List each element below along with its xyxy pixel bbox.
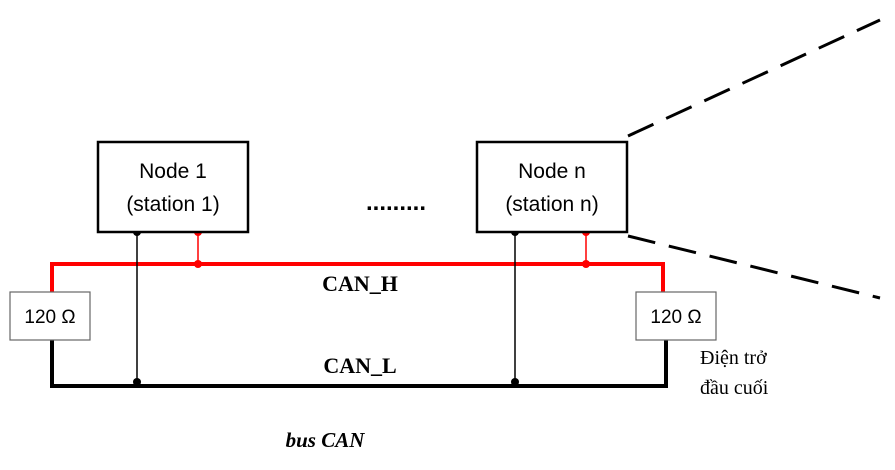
node1-can-l-bus-junction <box>133 378 141 386</box>
node-n-name: Node n <box>518 160 586 183</box>
nodes-ellipsis: ......... <box>366 189 426 216</box>
node-1-box: Node 1 (station 1) <box>96 140 250 234</box>
left-resistor-value: 120 Ω <box>24 307 75 328</box>
bus-caption: bus CAN <box>286 428 366 452</box>
can-l-label: CAN_L <box>323 353 396 378</box>
node-1-station: (station 1) <box>126 193 219 216</box>
can-l-wire <box>50 340 668 388</box>
termination-note-line1: Điện trở <box>700 347 767 369</box>
right-termination-resistor: 120 Ω <box>635 291 717 341</box>
node1-can-h-bus-junction <box>194 260 202 268</box>
node-n-station: (station n) <box>505 193 598 216</box>
can-h-label: CAN_H <box>322 271 398 296</box>
noden-can-l-bus-junction <box>511 378 519 386</box>
noden-can-h-bus-junction <box>582 260 590 268</box>
right-resistor-value: 120 Ω <box>650 307 701 328</box>
zoom-dashed-line-top <box>627 18 881 138</box>
node-n-box: Node n (station n) <box>475 140 629 234</box>
termination-note-line2: đầu cuối <box>700 377 769 399</box>
left-termination-resistor: 120 Ω <box>9 291 91 341</box>
node-1-name: Node 1 <box>139 160 207 183</box>
zoom-dashed-line-bottom <box>627 234 881 300</box>
can-h-wire <box>50 262 665 292</box>
